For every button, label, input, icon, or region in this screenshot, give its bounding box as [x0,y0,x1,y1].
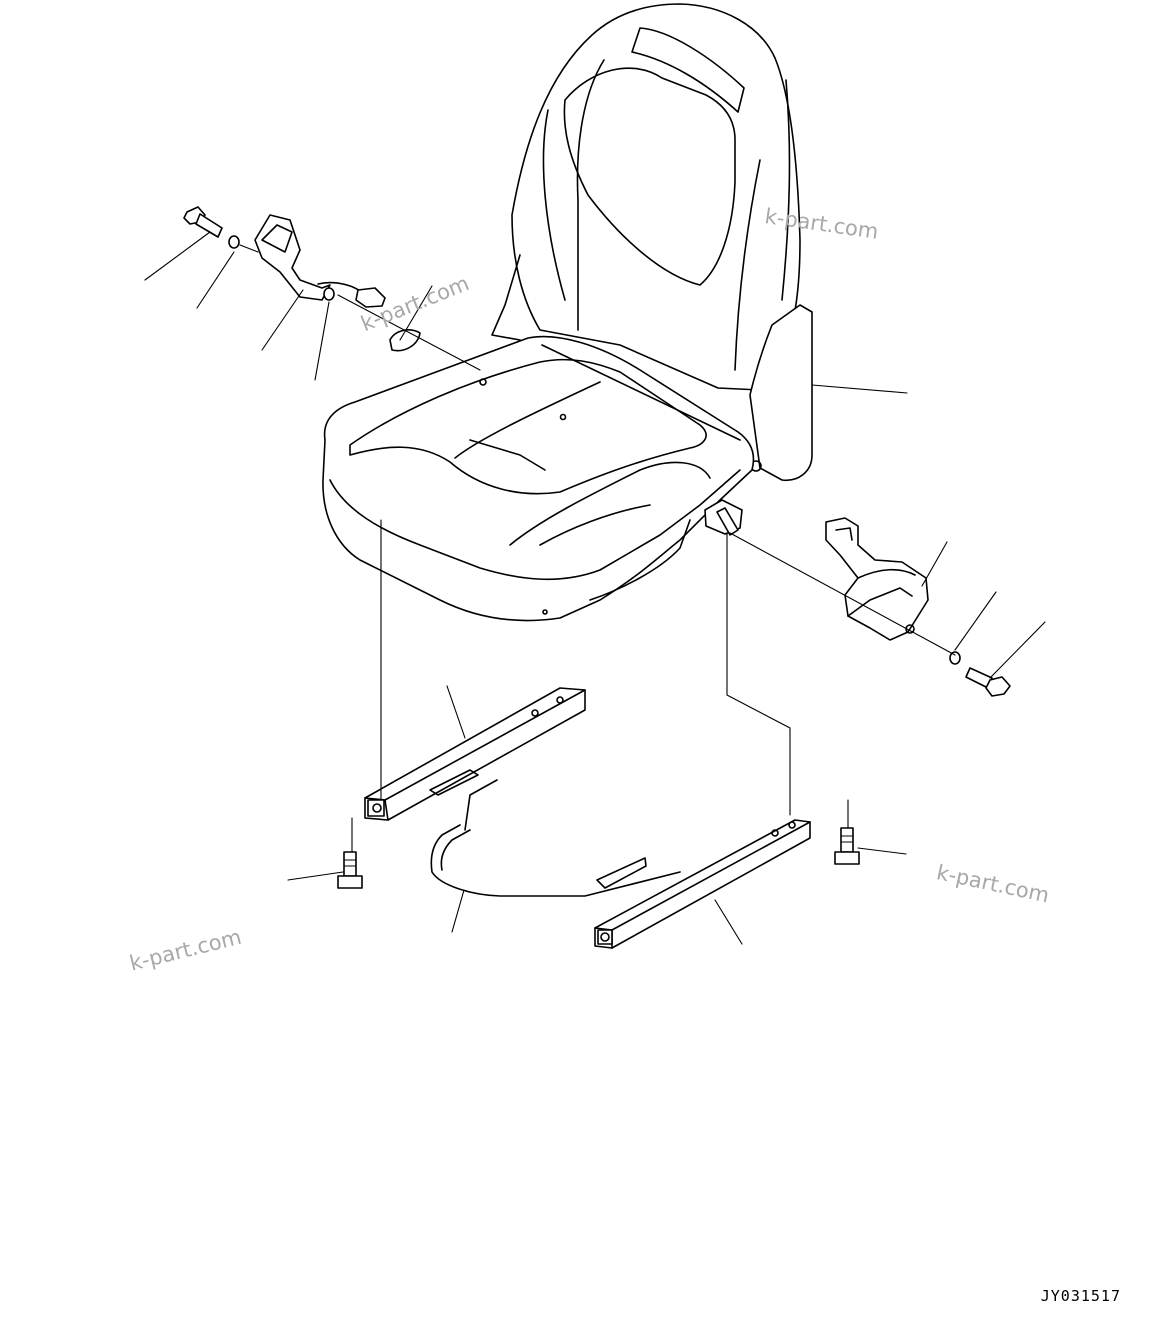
washer [950,652,960,664]
seat-belt-buckle [255,215,385,307]
seat-rail-right [595,820,810,948]
seat-rail-left [365,688,585,820]
bolt [184,207,222,237]
drawing-code: JY031517 [1040,1287,1121,1305]
washer [324,288,334,300]
assembly-lines [240,245,955,852]
leader-lines [145,232,1045,944]
bolt [966,668,1010,696]
operator-seat [323,4,812,621]
clip [390,330,420,351]
washer [229,236,239,248]
flange-bolt [835,828,859,864]
slide-adjust-lever [431,780,680,896]
flange-bolt [338,852,362,888]
seat-belt-retractor [826,518,928,640]
